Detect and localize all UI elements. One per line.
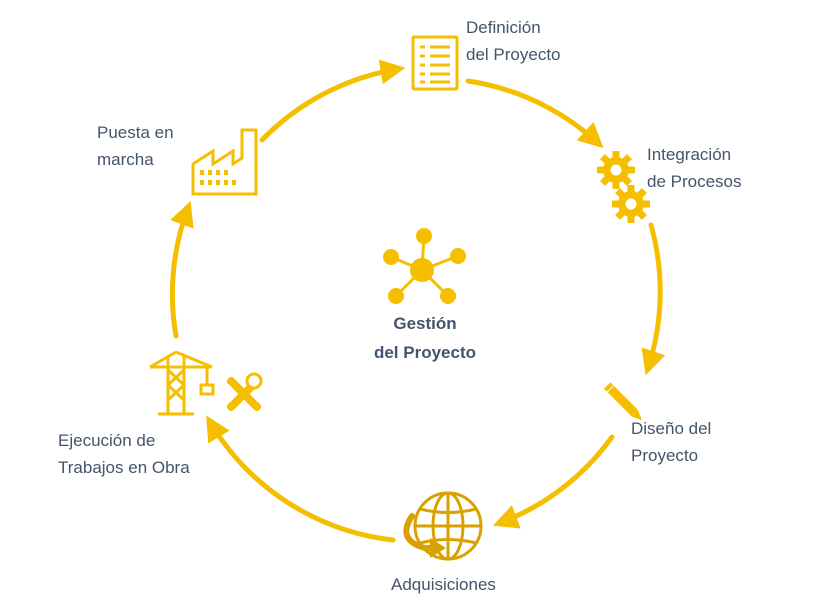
stage-label-line: Ejecución de [58,431,156,450]
factory-icon [191,128,258,196]
arc-integracion-to-diseno [641,222,666,376]
stage-label-line: Puesta en [97,123,174,142]
stage-label-line: Definición [466,18,541,37]
stage-label-line: Proyecto [631,446,699,465]
center-title-line: Gestión [393,314,457,333]
stage-label-definicion: Definición del Proyecto [466,14,561,68]
arc-ejecucion-to-puesta [169,200,194,339]
center-title: Gestión del Proyecto [330,309,520,367]
checklist-document-icon [411,35,459,91]
arc-adquisiciones-to-ejecucion [206,415,396,543]
stage-label-adquisiciones: Adquisiciones [391,571,496,598]
stage-label-line: Diseño del [631,419,712,438]
arc-diseno-to-adquisiciones [492,434,615,529]
stage-label-line: del Proyecto [466,45,561,64]
stage-label-ejecucion: Ejecución de Trabajos en Obra [58,427,190,481]
stage-label-line: de Procesos [647,172,742,191]
stage-label-line: Adquisiciones [391,575,496,594]
globe-arrow-icon [403,491,483,561]
stage-label-puesta: Puesta en marcha [97,119,174,173]
pencil-icon [604,382,642,421]
network-hub-icon [383,228,466,304]
center-title-line: del Proyecto [373,343,477,362]
gears-icon [597,151,650,223]
stage-label-line: marcha [97,150,154,169]
stage-label-line: Integración [647,145,732,164]
arc-puesta-to-definicion [259,59,406,143]
crane-tools-icon [149,350,263,416]
stage-label-diseno: Diseño del Proyecto [631,415,711,469]
stage-label-integracion: Integración de Procesos [647,141,742,195]
arc-definicion-to-integracion [465,78,604,149]
stage-label-line: Trabajos en Obra [58,458,190,477]
